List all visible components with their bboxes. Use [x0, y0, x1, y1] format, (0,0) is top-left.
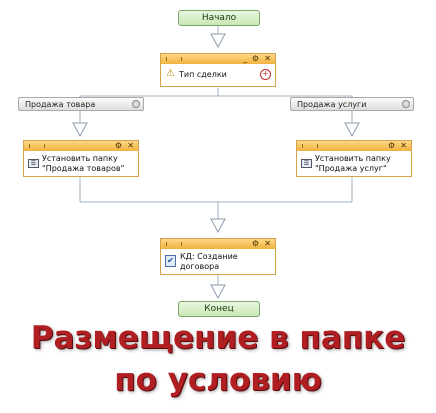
- decision-box[interactable]: _ ⚙ ✕ ⚠ Тип сделки +: [160, 53, 276, 87]
- close-icon[interactable]: ✕: [127, 141, 134, 150]
- action-box-right[interactable]: ⚙ ✕ ☰ Установить папку "Продажа услуг": [296, 140, 412, 177]
- close-icon[interactable]: ✕: [264, 54, 271, 63]
- warning-icon: ⚠: [166, 68, 175, 79]
- gear-icon[interactable]: ⚙: [251, 54, 259, 63]
- gear-icon[interactable]: ⚙: [251, 239, 259, 248]
- folder-action-icon: ☰: [28, 159, 39, 168]
- box-header[interactable]: ⚙ ✕: [24, 141, 138, 151]
- checked-document-icon: ✔: [165, 255, 176, 267]
- close-icon[interactable]: ✕: [400, 141, 407, 150]
- action-left-line1: Установить папку: [42, 154, 118, 163]
- branch-left-label: Продажа товара: [25, 100, 96, 109]
- start-label: Начало: [201, 13, 237, 23]
- box-header[interactable]: ⚙ ✕: [297, 141, 411, 151]
- box-header[interactable]: ⚙ ✕: [161, 239, 275, 249]
- drag-handle-icon[interactable]: [302, 144, 318, 148]
- caption-line-2: по условию: [114, 362, 322, 398]
- gear-icon[interactable]: [132, 100, 140, 108]
- branch-condition-right[interactable]: Продажа услуги: [290, 97, 414, 111]
- create-contract-box[interactable]: ⚙ ✕ ✔ КД: Создание договора: [160, 238, 276, 275]
- action-box-left[interactable]: ⚙ ✕ ☰ Установить папку "Продажа товаров": [23, 140, 139, 177]
- gear-icon[interactable]: [402, 100, 410, 108]
- close-icon[interactable]: ✕: [264, 239, 271, 248]
- minimize-icon[interactable]: _: [243, 54, 247, 63]
- action-right-line2: "Продажа услуг": [315, 164, 387, 173]
- gear-icon[interactable]: ⚙: [114, 141, 122, 150]
- drag-handle-icon[interactable]: [29, 144, 45, 148]
- merge-line2: договора: [180, 262, 220, 271]
- end-label: Конец: [204, 304, 234, 314]
- action-right-line1: Установить папку: [315, 154, 391, 163]
- branch-right-label: Продажа услуги: [297, 100, 367, 109]
- branch-condition-left[interactable]: Продажа товара: [18, 97, 144, 111]
- start-node[interactable]: Начало: [178, 10, 260, 26]
- gear-icon[interactable]: ⚙: [387, 141, 395, 150]
- caption-line-1: Размещение в папке: [30, 320, 406, 356]
- box-header[interactable]: _ ⚙ ✕: [161, 54, 275, 64]
- merge-line1: КД: Создание: [180, 252, 238, 261]
- folder-action-icon: ☰: [301, 159, 312, 168]
- drag-handle-icon[interactable]: [166, 242, 182, 246]
- add-branch-icon[interactable]: +: [260, 69, 271, 80]
- action-left-line2: "Продажа товаров": [42, 164, 125, 173]
- drag-handle-icon[interactable]: [166, 57, 182, 61]
- decision-label: Тип сделки: [179, 70, 227, 79]
- end-node[interactable]: Конец: [178, 301, 260, 317]
